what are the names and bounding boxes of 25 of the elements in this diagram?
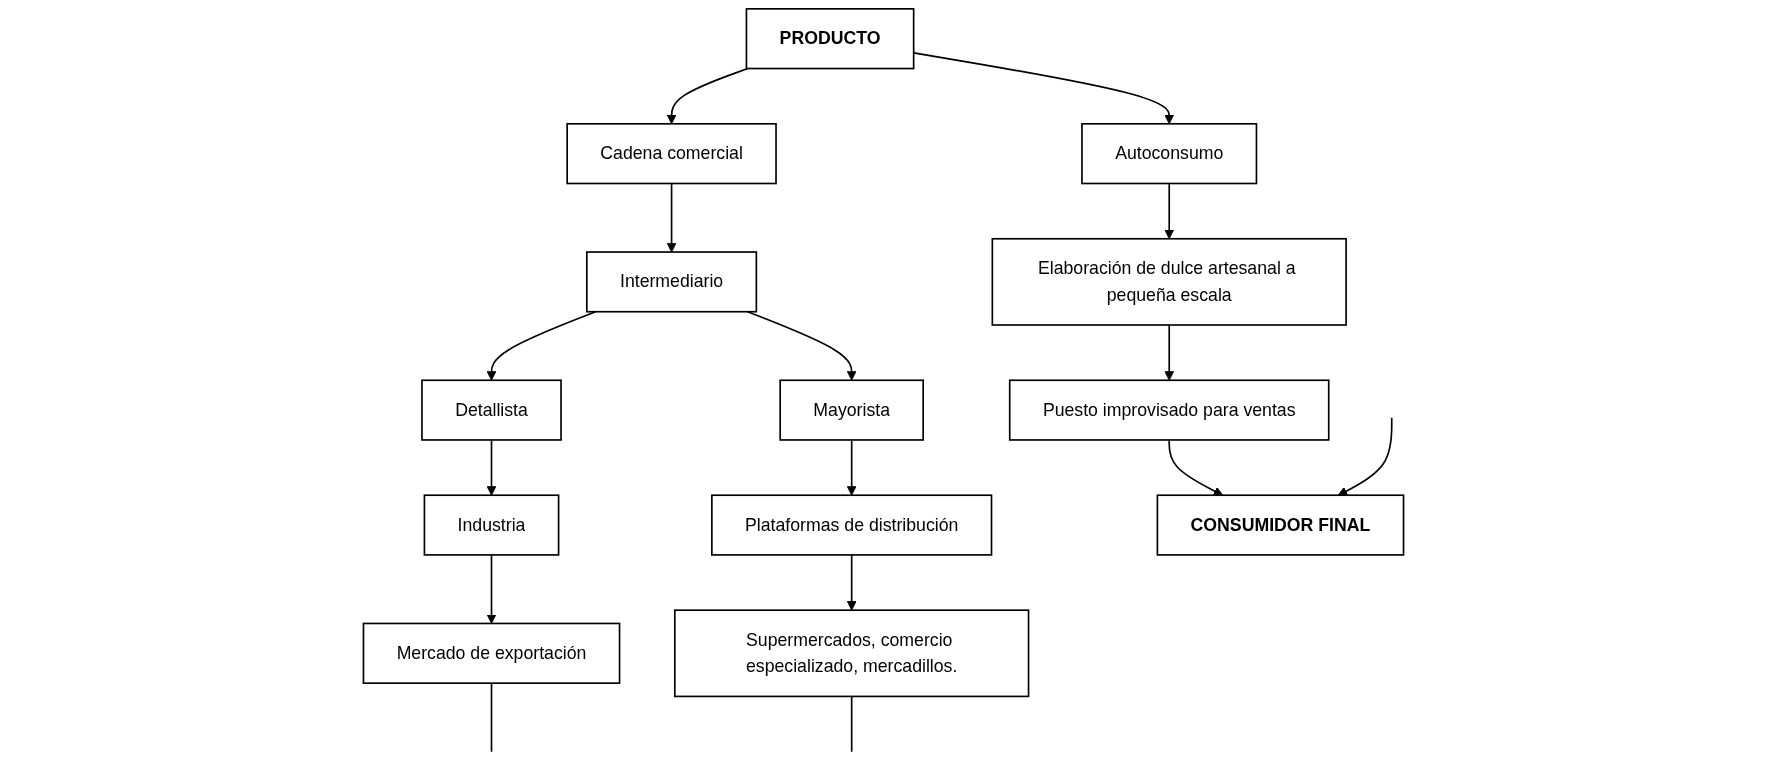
arrow [666,182,677,253]
node-box: Cadena comercial [566,123,777,185]
node-box: Industria [423,494,560,556]
arrow [666,67,749,125]
connector [490,682,493,753]
arrow [1164,182,1175,240]
node-box: Elaboración de dulce artesanal a pequeña escala [991,237,1347,326]
arrow [846,554,857,611]
node-box: Puesto improvisado para ventas [1008,379,1330,441]
arrow [1168,439,1224,496]
arrow [1337,417,1393,496]
node-box: Mayorista [779,379,924,441]
arrow [486,554,497,624]
node-box: Supermercados, comercio especializado, mercadillos. [673,609,1030,698]
node-box: Intermediario [586,251,758,313]
node-box: Mercado de exportación [362,622,621,684]
node-box: Autoconsumo [1081,123,1258,185]
connector [850,695,853,753]
node-box: Detallista [421,379,562,441]
node-box: Plataformas de distribución [711,494,993,556]
arrow [846,439,857,496]
node-box: CONSUMIDOR FINAL [1156,494,1405,556]
node-box: PRODUCTO [745,8,915,70]
arrow [1164,324,1175,381]
arrow [486,439,497,496]
